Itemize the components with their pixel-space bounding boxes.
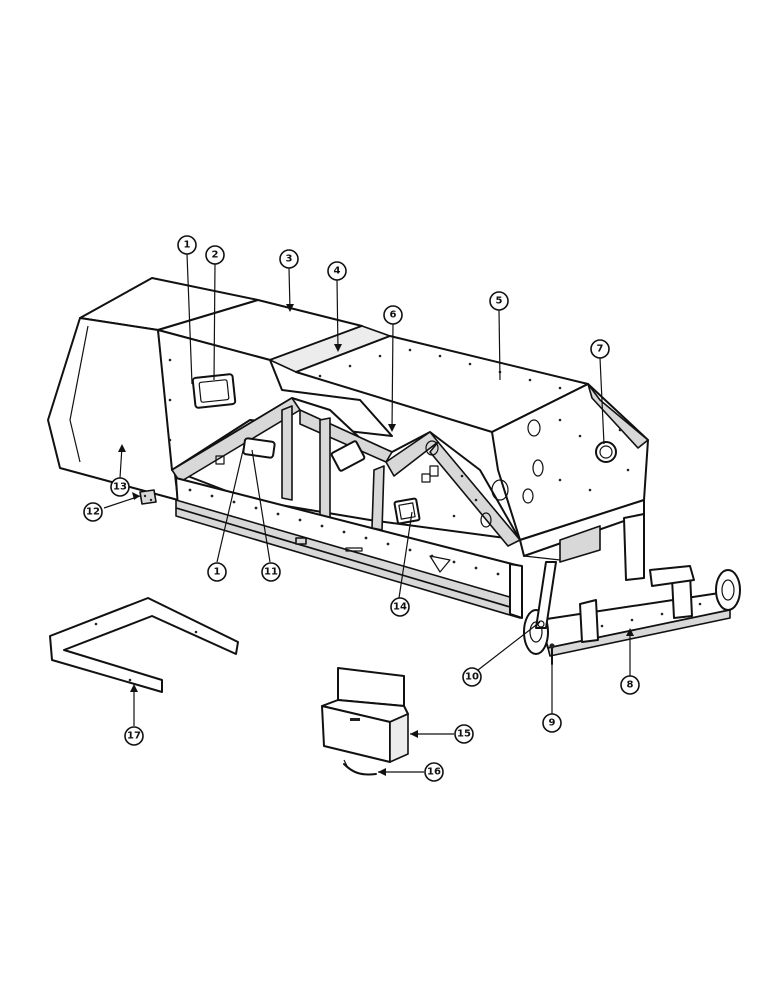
inspection-window-11	[242, 437, 276, 459]
svg-text:1: 1	[214, 567, 221, 578]
svg-text:15: 15	[457, 729, 471, 740]
svg-text:17: 17	[127, 731, 141, 742]
callout-13: 13	[110, 477, 130, 497]
callout-16: 16	[424, 762, 444, 782]
mounting-frame-17	[49, 597, 239, 693]
bolt-9	[549, 643, 555, 665]
callout-3: 3	[279, 249, 299, 269]
callout-12: 12	[83, 502, 103, 522]
svg-text:1: 1	[184, 240, 191, 251]
callout-5: 5	[489, 291, 509, 311]
axle-beam-assembly-8	[523, 565, 741, 657]
callout-1-bottom: 1	[207, 562, 227, 582]
truss-vertical-2	[319, 417, 331, 521]
svg-text:5: 5	[496, 296, 503, 307]
callout-1-top: 1	[177, 235, 197, 255]
svg-text:8: 8	[627, 680, 634, 691]
callout-2: 2	[205, 245, 225, 265]
callout-15: 15	[454, 724, 474, 744]
callout-7: 7	[590, 339, 610, 359]
callout-6: 6	[383, 305, 403, 325]
front-leg	[509, 563, 523, 619]
rear-wall-port-7	[595, 441, 617, 463]
inspection-window-side-b	[393, 497, 421, 525]
axle-upright-left	[579, 599, 599, 643]
callout-9: 9	[542, 713, 562, 733]
svg-text:10: 10	[465, 672, 479, 683]
svg-text:2: 2	[212, 250, 219, 261]
callout-11: 11	[261, 562, 281, 582]
truss-vertical-1	[281, 405, 293, 501]
tool-box-side	[389, 713, 409, 763]
svg-text:6: 6	[390, 310, 397, 321]
callout-14: 14	[390, 597, 410, 617]
svg-text:3: 3	[286, 254, 293, 265]
svg-text:9: 9	[549, 718, 556, 729]
svg-text:14: 14	[393, 602, 407, 613]
svg-text:11: 11	[264, 567, 278, 578]
truss-brace-rear	[429, 441, 521, 547]
svg-text:4: 4	[334, 266, 341, 277]
leader-lines	[103, 253, 634, 776]
tool-box-15	[321, 667, 409, 763]
inspection-window-side-a	[330, 440, 366, 472]
svg-text:13: 13	[113, 482, 127, 493]
hinge-bracket-12	[139, 489, 157, 505]
callout-10: 10	[462, 667, 482, 687]
front-nose-side-panel-13	[47, 317, 179, 501]
callout-17: 17	[124, 726, 144, 746]
callout-8: 8	[620, 675, 640, 695]
rivet-pattern	[168, 348, 630, 576]
truss-vertical-3	[371, 465, 385, 531]
callout-4: 4	[327, 261, 347, 281]
svg-text:12: 12	[86, 507, 100, 518]
axle-bracket	[649, 565, 695, 587]
rear-wall-flange	[587, 383, 649, 449]
svg-text:16: 16	[427, 767, 441, 778]
handle-16	[343, 759, 377, 776]
svg-text:7: 7	[597, 344, 604, 355]
cab-body-assembly	[47, 277, 649, 619]
axle-hub-right	[715, 569, 741, 611]
rear-leg	[623, 513, 645, 581]
callout-labels: 1 2 3 4 5 6 7 8 9 10 11	[83, 235, 640, 782]
